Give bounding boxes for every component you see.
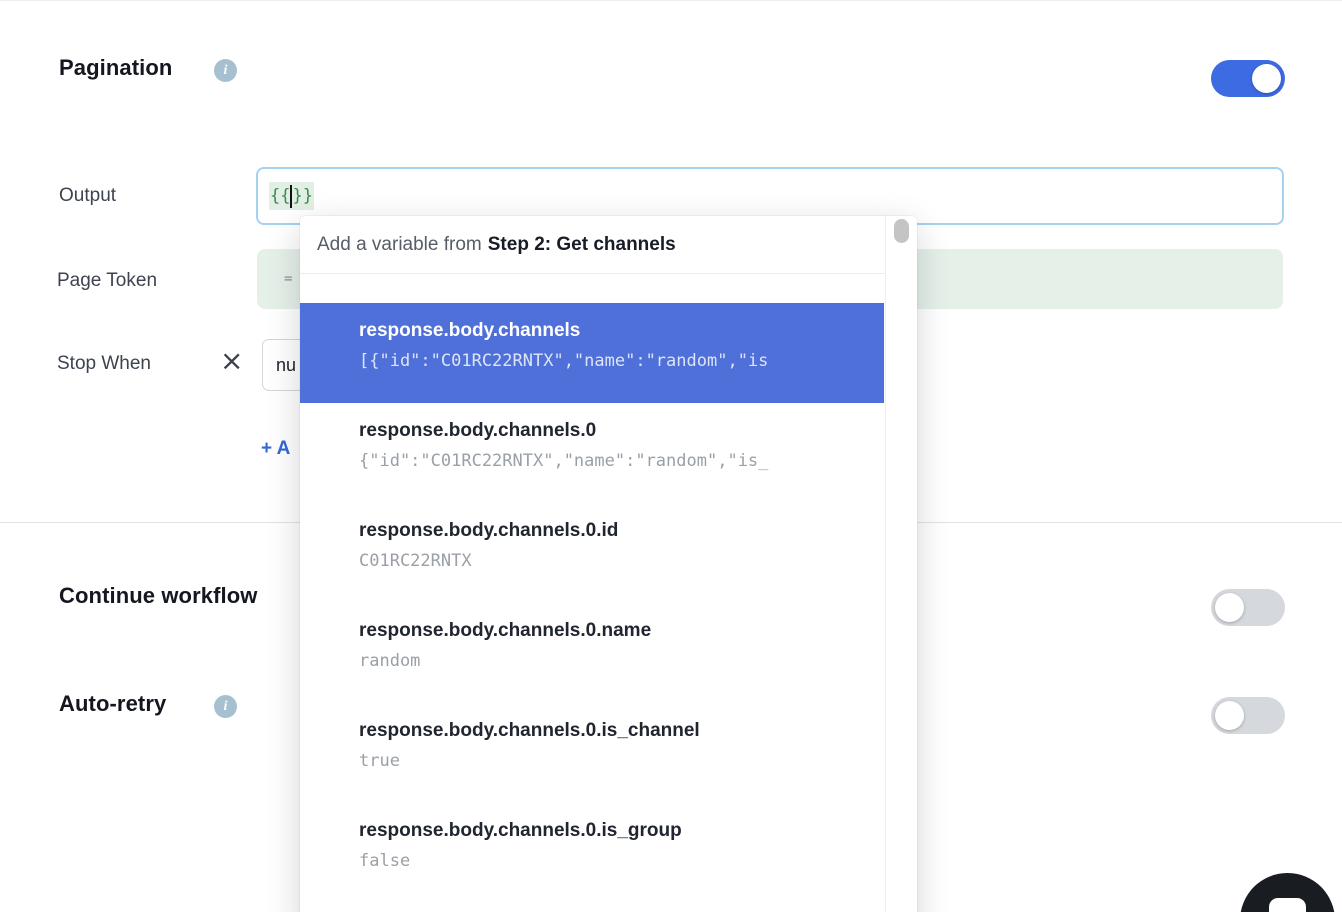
variable-name: response.body.channels.0.name [359, 620, 652, 641]
continue-workflow-heading: Continue workflow [59, 583, 258, 608]
variable-list-item[interactable]: response.body.channels.0.id C01RC22RNTX [300, 503, 884, 603]
dropdown-scrollbar-track[interactable] [885, 216, 917, 912]
variable-list-item[interactable]: response.body.channels [{"id":"C01RC22RN… [300, 303, 884, 403]
continue-workflow-toggle[interactable] [1211, 589, 1285, 626]
chat-launcher-button[interactable] [1240, 873, 1335, 912]
info-icon[interactable] [214, 59, 237, 82]
text-caret [290, 184, 293, 208]
info-icon[interactable] [214, 695, 237, 718]
template-token-open: {{ [269, 182, 292, 210]
template-token-close: }} [291, 182, 314, 210]
variable-picker-dropdown: Add a variable from Step 2: Get channels… [300, 216, 917, 912]
pagination-heading: Pagination [59, 55, 173, 80]
dropdown-header: Add a variable from Step 2: Get channels [300, 216, 885, 274]
variable-value: {"id":"C01RC22RNTX","name":"random","is_ [359, 451, 769, 471]
variable-value: C01RC22RNTX [359, 551, 472, 571]
auto-retry-heading: Auto-retry [59, 691, 167, 716]
chat-bubble-icon [1269, 898, 1306, 912]
stop-when-label: Stop When [57, 353, 151, 374]
page-token-label: Page Token [57, 270, 158, 291]
variable-value: true [359, 751, 400, 771]
toggle-knob [1252, 64, 1281, 93]
remove-condition-icon[interactable] [220, 347, 243, 375]
pagination-toggle[interactable] [1211, 60, 1285, 97]
dropdown-header-prefix: Add a variable from [317, 233, 482, 255]
dropdown-header-step: Step 2: Get channels [487, 233, 676, 255]
variable-value: [{"id":"C01RC22RNTX","name":"random","is [359, 351, 769, 371]
variable-value: false [359, 851, 411, 871]
auto-retry-toggle[interactable] [1211, 697, 1285, 734]
stop-when-value: nu [276, 354, 297, 375]
page-token-value: = [284, 271, 293, 287]
variable-list: response.body.channels [{"id":"C01RC22RN… [300, 303, 884, 903]
output-label: Output [59, 185, 117, 206]
toggle-knob [1215, 593, 1244, 622]
output-input[interactable]: {{}} [256, 167, 1284, 225]
variable-list-item[interactable]: response.body.channels.0.name random [300, 603, 884, 703]
variable-value: random [359, 651, 421, 671]
variable-list-item[interactable]: response.body.channels.0.is_channel true [300, 703, 884, 803]
variable-name: response.body.channels.0.id [359, 520, 619, 541]
add-condition-link[interactable]: + A [261, 438, 291, 459]
toggle-knob [1215, 701, 1244, 730]
variable-name: response.body.channels.0 [359, 420, 597, 441]
variable-list-item[interactable]: response.body.channels.0 {"id":"C01RC22R… [300, 403, 884, 503]
variable-list-item[interactable]: response.body.channels.0.is_group false [300, 803, 884, 903]
variable-name: response.body.channels.0.is_channel [359, 720, 700, 741]
dropdown-scrollbar-thumb[interactable] [894, 219, 909, 243]
variable-name: response.body.channels [359, 320, 581, 341]
variable-name: response.body.channels.0.is_group [359, 820, 682, 841]
